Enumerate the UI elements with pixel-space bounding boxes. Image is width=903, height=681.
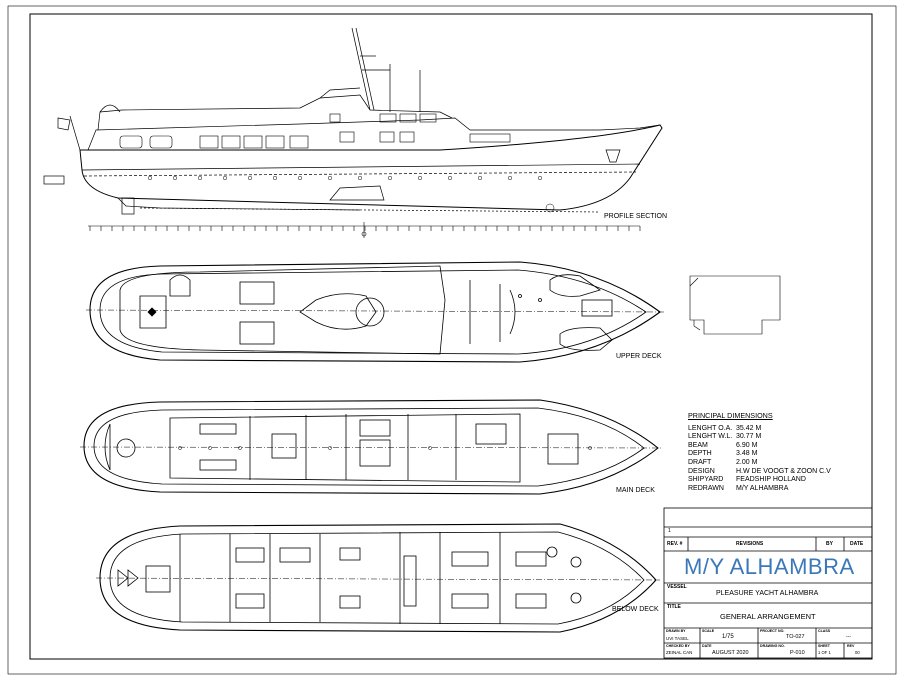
inner-border — [29, 13, 873, 660]
project-title: M/Y ALHAMBRA — [684, 554, 855, 579]
title-block-frame — [663, 507, 873, 659]
main-deck-label: MAIN DECK — [616, 487, 655, 494]
project-no-label: PROJECT NO. — [760, 629, 785, 633]
scale-value: 1/75 — [722, 634, 734, 640]
dimension-row: LENGHT O.A.35.42 M — [688, 424, 762, 432]
principal-dimensions: PRINCIPAL DIMENSIONS LENGHT O.A.35.42 M … — [688, 411, 831, 493]
drawing-no: P-010 — [790, 650, 805, 656]
deck-plan-inset — [689, 275, 781, 335]
sheet-value: 1 OF 1 — [818, 650, 831, 655]
scale-label: SCALE — [702, 629, 715, 633]
upper-deck-label: UPPER DECK — [616, 353, 662, 360]
rev-value: 00 — [855, 650, 860, 655]
checked-by-label: CHECKED BY — [666, 644, 690, 648]
drawing-no-label: DRAWING NO. — [760, 644, 785, 648]
revisions-label: REVISIONS — [736, 541, 764, 547]
upper-deck-view — [85, 261, 665, 363]
drawn-by-label: DRAWN BY — [666, 629, 686, 633]
date-label: DATE — [850, 541, 864, 547]
dimension-row: LENGHT W.L.30.77 M — [688, 433, 762, 441]
class-value: --- — [846, 634, 851, 640]
profile-section-view — [43, 27, 663, 215]
below-deck-view — [95, 523, 661, 633]
dimensions-heading: PRINCIPAL DIMENSIONS — [688, 411, 773, 420]
below-deck-label: BELOW DECK — [612, 606, 659, 613]
title-label: TITLE — [667, 604, 681, 610]
rev-label: REV. # — [667, 541, 683, 547]
main-deck-view — [79, 399, 663, 495]
by-label: BY — [826, 541, 833, 547]
vessel-name: PLEASURE YACHT ALHAMBRA — [716, 590, 819, 597]
class-label: CLASS — [818, 629, 831, 633]
drawing-title: GENERAL ARRANGEMENT — [720, 612, 816, 621]
rev-field-label: REV — [847, 644, 855, 648]
rev-number: 1 — [668, 528, 671, 534]
profile-section-label: PROFILE SECTION — [604, 213, 668, 220]
project-no: TO-027 — [786, 634, 805, 640]
checked-by: ZEINAL CAN — [666, 650, 693, 655]
date-field-label: DATE — [702, 644, 712, 648]
profile-frame-scale — [88, 222, 641, 238]
sheet-label: SHEET — [818, 644, 830, 648]
drawn-by: UVI TASEL — [666, 636, 689, 641]
date-value: AUGUST 2020 — [712, 650, 749, 656]
vessel-label: VESSEL — [667, 584, 687, 590]
outer-border — [7, 5, 897, 675]
